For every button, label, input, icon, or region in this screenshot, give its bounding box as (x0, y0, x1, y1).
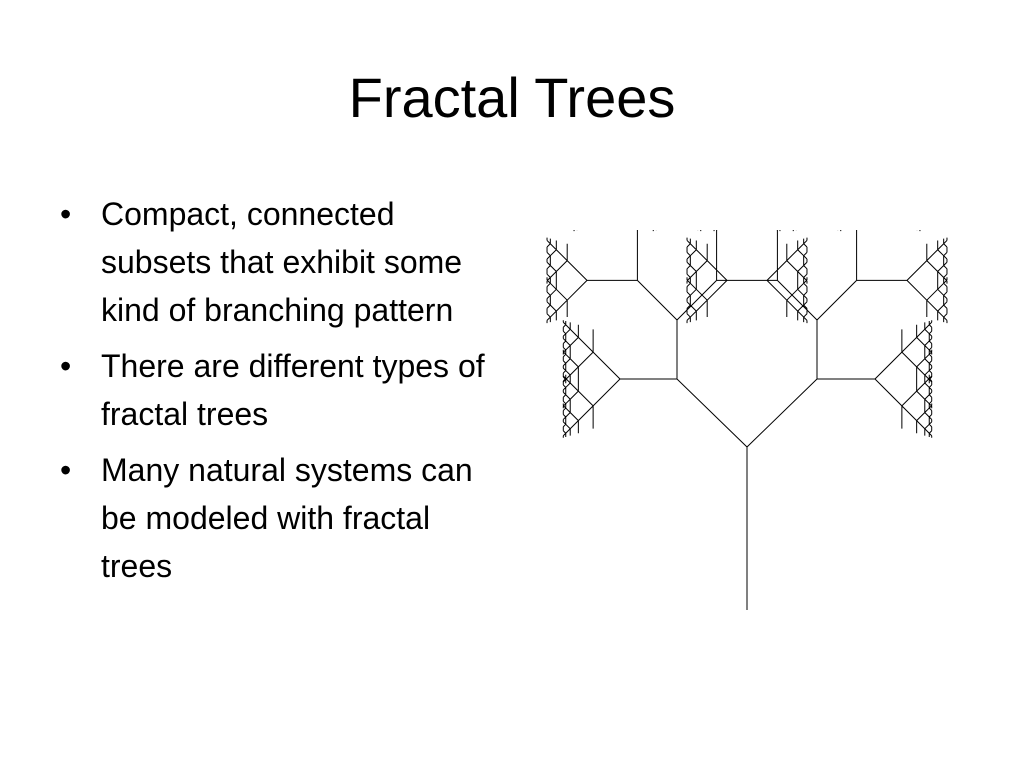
bullet-item-3: • Many natural systems can be modeled wi… (56, 446, 506, 590)
bullet-item-1: • Compact, connected subsets that exhibi… (56, 190, 506, 334)
bullet-item-2: • There are different types of fractal t… (56, 342, 506, 438)
tree-branch-path (546, 230, 948, 610)
fractal-tree-icon (546, 230, 948, 610)
bullet-icon: • (60, 452, 72, 488)
bullet-list: • Compact, connected subsets that exhibi… (56, 190, 506, 598)
fractal-tree-branches (546, 230, 948, 610)
bullet-text-1: Compact, connected subsets that exhibit … (101, 196, 463, 328)
bullet-text-3: Many natural systems can be modeled with… (101, 452, 473, 584)
bullet-text-2: There are different types of fractal tre… (101, 348, 485, 432)
slide-title: Fractal Trees (348, 66, 676, 129)
bullet-icon: • (60, 196, 72, 232)
bullet-icon: • (60, 348, 72, 384)
